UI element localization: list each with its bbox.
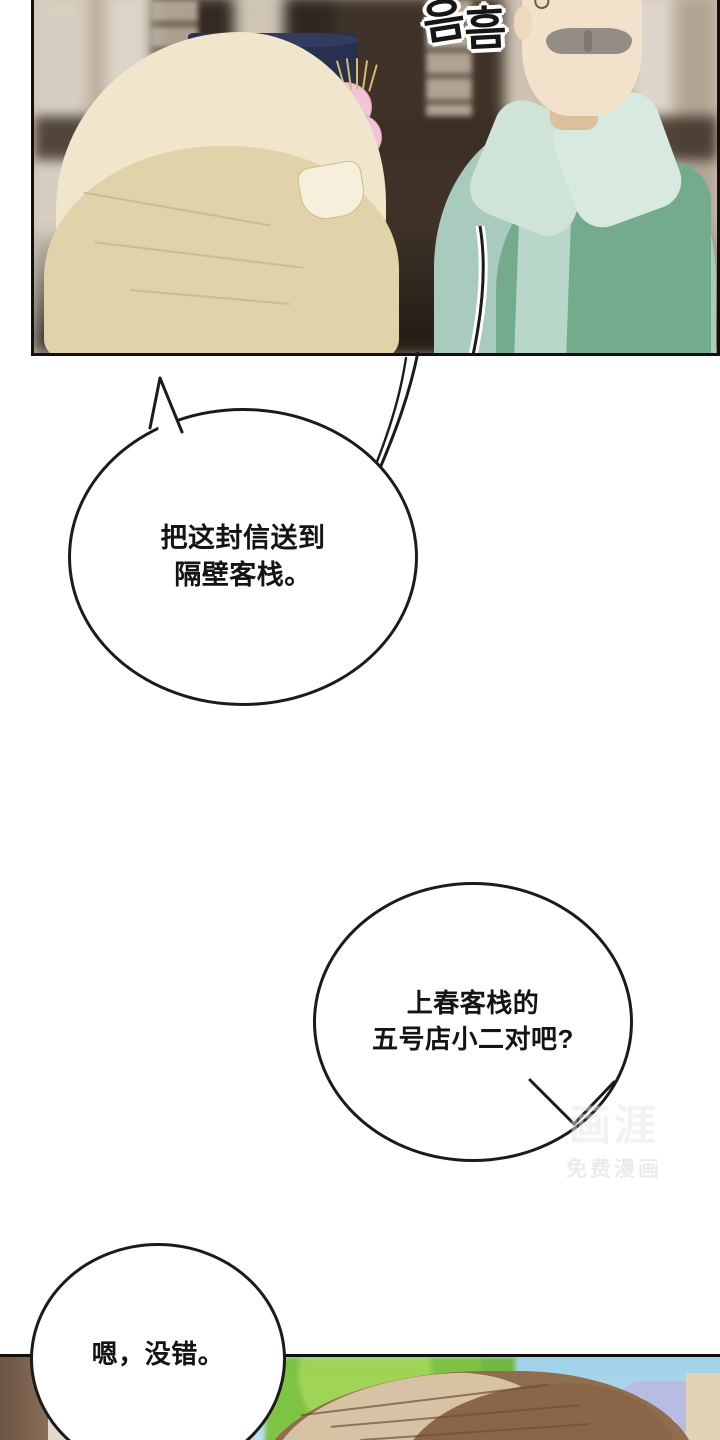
watermark-logo: 画涯 bbox=[568, 1102, 659, 1149]
speech-bubble-2-text: 上春客栈的 五号店小二对吧? bbox=[372, 988, 574, 1054]
character-elder-man bbox=[426, 0, 717, 353]
comic-panel-top: 음흠 bbox=[31, 0, 720, 356]
blossom-stamen bbox=[356, 58, 358, 90]
watermark: 画涯 免费漫画 bbox=[534, 1105, 694, 1183]
elder-head bbox=[522, 0, 642, 116]
speech-bubble-1-text: 把这封信送到 隔壁客栈。 bbox=[160, 522, 326, 590]
comic-panel-bottom bbox=[0, 1354, 720, 1440]
watermark-subtitle: 免费漫画 bbox=[566, 1158, 662, 1181]
background-pillar bbox=[686, 1373, 720, 1440]
speech-bubble-3-text: 嗯，没错。 bbox=[91, 1339, 225, 1370]
background-lattice-window bbox=[426, 0, 472, 116]
sound-effect-text: 음흠 bbox=[418, 0, 507, 56]
elder-ear bbox=[514, 6, 532, 40]
speech-bubble-1[interactable]: 把这封信送到 隔壁客栈。 bbox=[68, 408, 418, 706]
speech-bubble-3[interactable]: 嗯，没错。 bbox=[30, 1243, 286, 1440]
elder-mustache bbox=[546, 28, 632, 54]
